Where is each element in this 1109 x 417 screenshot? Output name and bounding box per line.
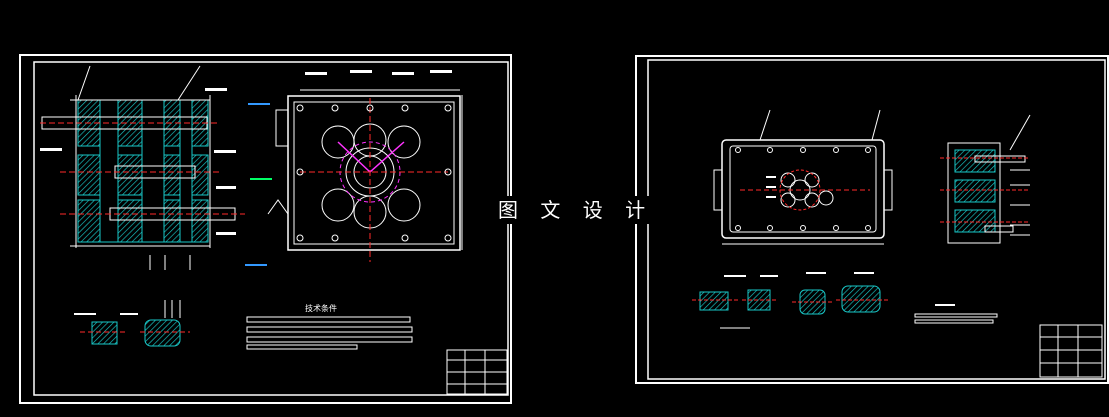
left-outer-frame <box>19 54 512 404</box>
left-detail-views <box>74 300 190 347</box>
left-title-block <box>446 349 508 395</box>
watermark-text: 图 文 设 计 <box>496 196 656 224</box>
tech-requirements <box>246 316 413 350</box>
left-plan-view <box>245 70 463 266</box>
left-section-view <box>40 65 245 270</box>
tech-requirements-title: 技术条件 <box>305 304 337 313</box>
right-detail-views <box>692 272 888 329</box>
right-title-block <box>1039 324 1103 378</box>
left-inner-frame <box>33 61 509 396</box>
right-side-section <box>940 114 1031 244</box>
right-sheet <box>635 55 1109 384</box>
right-plan-view <box>713 109 893 245</box>
right-notes <box>914 304 998 324</box>
right-outer-frame <box>635 55 1109 384</box>
left-sheet <box>19 54 512 404</box>
